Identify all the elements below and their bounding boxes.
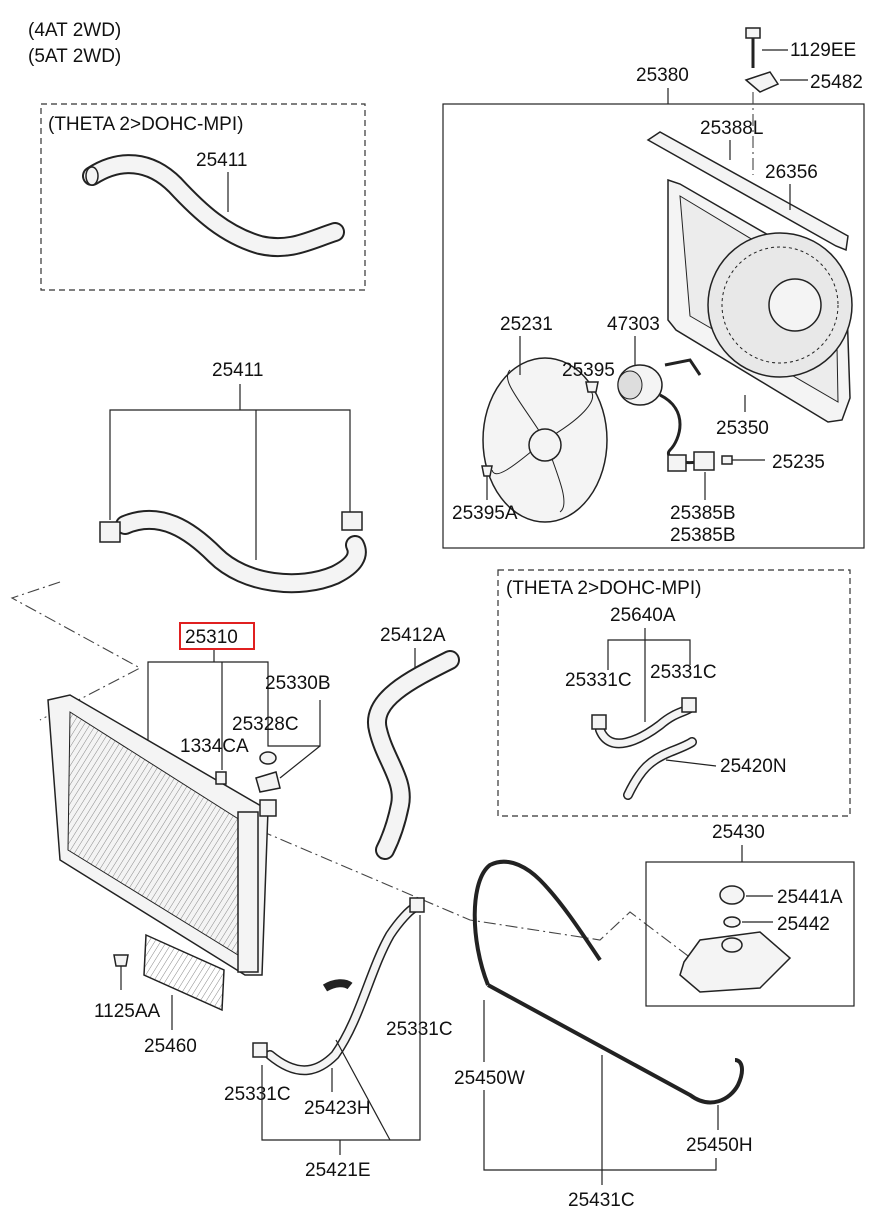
header-line-1: (4AT 2WD) [28,20,121,41]
connector-25385b-b[interactable] [693,451,715,471]
align-line-left [10,581,142,721]
screw-25395a[interactable] [481,465,493,477]
theta-box-top-label: (THETA 2>DOHC-MPI) [48,114,243,135]
leader-25330B [267,700,321,747]
leader-25330B-cap [279,745,321,779]
reservoir-box [645,861,855,1007]
clamp-25331c-d[interactable] [409,897,425,913]
label-25235[interactable]: 25235 [772,452,825,473]
shroud-ring-vanes [721,246,839,364]
fan-assembly-box [442,103,865,549]
theta-box-mid [497,569,851,817]
clamp-25331c-c[interactable] [252,1042,268,1058]
label-25431C[interactable]: 25431C [568,1190,635,1211]
theta-box-mid-label: (THETA 2>DOHC-MPI) [506,578,701,599]
label-25423H[interactable]: 25423H [304,1098,371,1119]
label-25331C-b[interactable]: 25331C [650,662,717,683]
label-25330B[interactable]: 25330B [265,673,331,694]
leader-25420N [665,759,717,767]
cap-25330b[interactable] [255,771,281,793]
clamp-mid-left[interactable] [99,521,121,543]
label-25640A[interactable]: 25640A [610,605,676,626]
filler-neck [259,799,277,817]
clip-25482[interactable] [744,71,780,93]
label-1125AA[interactable]: 1125AA [94,1001,161,1022]
header-line-2: (5AT 2WD) [28,46,121,67]
reservoir-neck [721,937,743,953]
label-25385B-1[interactable]: 25385B [670,503,736,524]
label-1129EE[interactable]: 1129EE [790,40,856,61]
highlight-25310[interactable] [179,622,255,650]
label-25380[interactable]: 25380 [636,65,689,86]
label-25442[interactable]: 25442 [777,914,830,935]
hose-25423h [266,904,418,1074]
label-25331C-d[interactable]: 25331C [386,1019,453,1040]
label-25420N[interactable]: 25420N [720,756,787,777]
label-25395A[interactable]: 25395A [452,503,518,524]
label-25441A[interactable]: 25441A [777,887,843,908]
align-line-right [239,821,701,966]
hose-25423h-joint [322,979,353,992]
motor-wire-2 [664,358,702,376]
hose-25420n [624,738,696,799]
label-25331C-a[interactable]: 25331C [565,670,632,691]
plug-1334ca[interactable] [215,771,227,785]
label-25231[interactable]: 25231 [500,314,553,335]
label-25412A[interactable]: 25412A [380,625,446,646]
hose-25450w-upper[interactable] [472,859,602,986]
oil-cooler-25460[interactable] [143,933,225,1012]
connector-25385b-a[interactable] [667,454,687,472]
label-25350[interactable]: 25350 [716,418,769,439]
leader-25431C-bracket [483,1090,717,1171]
fan-motor-face [617,370,643,400]
label-25430[interactable]: 25430 [712,822,765,843]
clamp-mid-right[interactable] [341,511,363,531]
radiator-tank [237,811,259,973]
leader-25640A [607,639,691,670]
label-25328C[interactable]: 25328C [232,714,299,735]
bracket-25388l[interactable] [646,131,849,252]
hose-25450w[interactable] [487,983,744,1105]
reservoir-seal-25442[interactable] [723,916,741,928]
label-1334CA[interactable]: 1334CA [180,736,249,757]
hose-25412a [369,652,458,858]
label-25310[interactable]: 25310 [185,627,238,648]
theta-box-top [40,103,366,291]
label-25411-top[interactable]: 25411 [196,150,247,171]
upper-hose-top-outline[interactable] [82,154,345,258]
screw-25395[interactable] [585,381,599,393]
label-25460[interactable]: 25460 [144,1036,197,1057]
label-25421E[interactable]: 25421E [305,1160,371,1181]
clamp-25331c-a[interactable] [591,714,607,730]
reservoir-cap-25441a[interactable] [719,885,745,905]
leader-25411-mid-bracket [109,409,351,520]
fan-hub [528,428,562,462]
label-25450W[interactable]: 25450W [454,1068,525,1089]
label-25331C-c[interactable]: 25331C [224,1084,291,1105]
label-25395[interactable]: 25395 [562,360,615,381]
leader-25421E-diag [335,1039,391,1141]
upper-hose-top [84,156,343,256]
leader-25310-bracket [147,661,269,745]
clamp-25331c-b[interactable] [681,697,697,713]
seal-25328c[interactable] [259,751,277,765]
leader-25421E-bracket [261,915,421,1141]
label-25385B-2[interactable]: 25385B [670,525,736,546]
label-47303[interactable]: 47303 [607,314,660,335]
upper-hose-top-end [85,166,99,186]
bolt-1125aa[interactable] [113,954,129,967]
screw-25235[interactable] [721,455,733,465]
label-25482[interactable]: 25482 [810,72,863,93]
label-25450H[interactable]: 25450H [686,1135,753,1156]
label-25388L[interactable]: 25388L [700,118,763,139]
label-26356[interactable]: 26356 [765,162,818,183]
reservoir-tank[interactable] [679,931,792,993]
fan-blade-lines [491,369,594,513]
label-25411-mid[interactable]: 25411 [212,360,263,381]
upper-hose-mid [117,511,365,592]
bolt-head-1129ee[interactable] [745,27,761,39]
shroud-hub [768,278,822,332]
